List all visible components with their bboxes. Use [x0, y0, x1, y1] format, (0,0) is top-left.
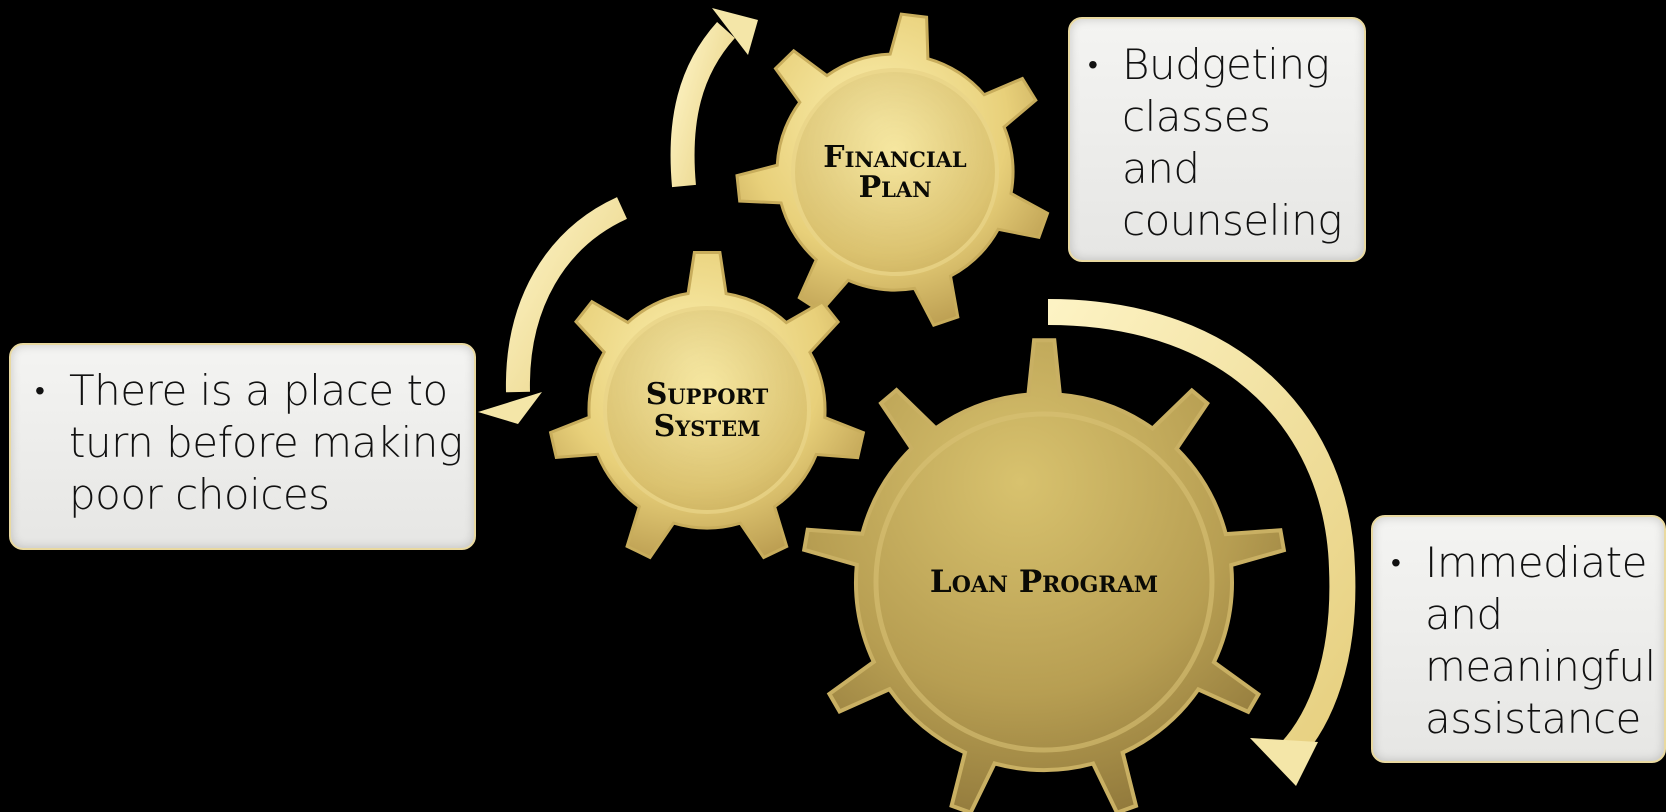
- callout-loan-program: Immediate and meaningful assistance: [1371, 515, 1666, 763]
- gear-label-support-line2: System: [654, 409, 761, 444]
- callout-list: There is a place to turn before making p…: [11, 365, 474, 521]
- gear-financial-plan: Financial Plan: [735, 12, 1050, 328]
- callout-financial-plan: Budgeting classes and counseling: [1068, 17, 1366, 262]
- callout-line: counseling: [1122, 196, 1342, 245]
- gear-label-financial-line1: Financial: [823, 140, 967, 175]
- callout-line: Budgeting: [1122, 40, 1330, 89]
- callout-list: Immediate and meaningful assistance: [1373, 537, 1664, 745]
- curved-arrow-up-icon: [670, 21, 736, 188]
- callout-line: Immediate: [1425, 538, 1647, 587]
- arrow-head: [1250, 738, 1318, 786]
- arrow-head: [712, 8, 758, 55]
- arrow-support-to-financial: [670, 8, 758, 188]
- callout-support-system: There is a place to turn before making p…: [9, 343, 476, 550]
- gear-icon: [801, 338, 1287, 812]
- bullet-item: Budgeting classes and counseling: [1088, 39, 1364, 247]
- gear-loan-program: Loan Program: [801, 338, 1287, 812]
- callout-line: poor choices: [69, 470, 330, 519]
- callout-list: Budgeting classes and counseling: [1070, 39, 1364, 247]
- gear-hub: [603, 306, 811, 514]
- callout-line: and: [1425, 590, 1503, 639]
- callout-line: classes: [1122, 92, 1271, 141]
- callout-line: meaningful: [1425, 642, 1656, 691]
- callout-line: and: [1122, 144, 1200, 193]
- curved-arrow-right-icon: [1047, 299, 1356, 761]
- arrow-head: [478, 392, 542, 424]
- arrow-financial-to-support: [478, 197, 628, 424]
- gear-hub: [791, 68, 999, 276]
- gear-label-financial-line2: Plan: [859, 170, 932, 205]
- callout-line: There is a place to: [69, 366, 448, 415]
- gear-support-system: Support System: [548, 251, 866, 560]
- bullet-item: There is a place to turn before making p…: [35, 365, 474, 521]
- callout-line: assistance: [1425, 694, 1641, 743]
- gear-label-support-line1: Support: [646, 377, 769, 412]
- gear-hub: [873, 411, 1215, 753]
- gear-label-loan: Loan Program: [930, 564, 1158, 600]
- callout-line: turn before making: [69, 418, 463, 467]
- arrow-loan-cycle: [1047, 299, 1356, 786]
- curved-arrow-down-icon: [505, 197, 628, 393]
- bullet-item: Immediate and meaningful assistance: [1391, 537, 1664, 745]
